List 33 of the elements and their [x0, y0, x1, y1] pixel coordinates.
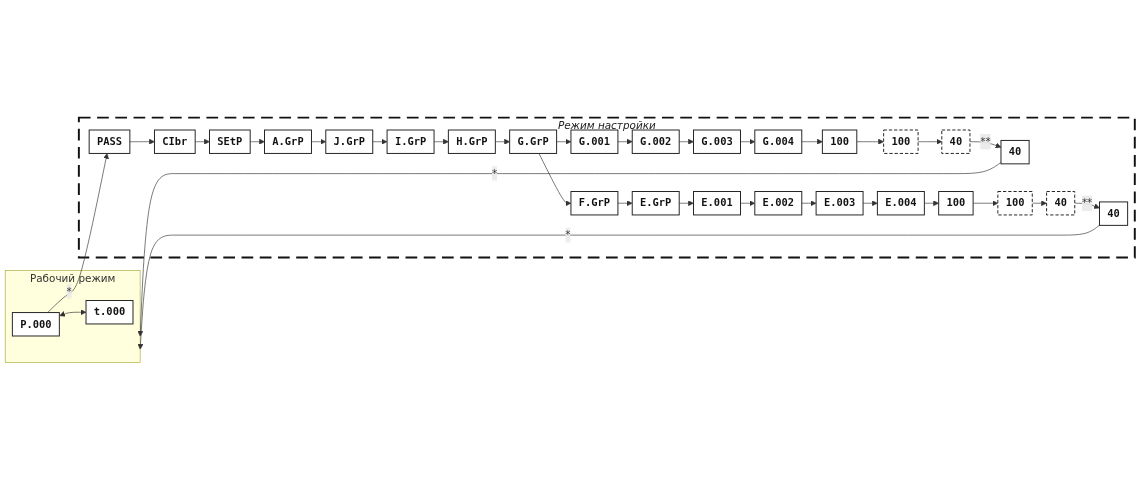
edge-label: * — [66, 284, 72, 298]
node-box: G.003 — [693, 129, 741, 154]
node-box: E.001 — [693, 191, 741, 216]
node-box: 40 — [1000, 139, 1030, 165]
node-box: 100 — [883, 129, 919, 154]
node-box: PASS — [88, 129, 131, 154]
node-box: F.GrP — [570, 191, 619, 216]
node-box: G.004 — [754, 129, 803, 154]
node-box: H.GrP — [447, 129, 496, 154]
edge-label: * — [491, 167, 498, 180]
node-box: G.001 — [570, 129, 619, 154]
node-box: I.GrP — [386, 129, 435, 154]
node-box: J.GrP — [325, 129, 374, 154]
node-box: CIbr — [154, 129, 196, 154]
node-box: t.000 — [85, 300, 134, 325]
node-box: E.GrP — [631, 191, 680, 216]
node-box: 100 — [997, 191, 1033, 216]
edge-label: * — [565, 228, 571, 241]
node-box: 100 — [938, 191, 974, 216]
edge-label: ** — [1081, 196, 1093, 210]
node-box: E.004 — [876, 191, 925, 216]
node-box: P.000 — [11, 312, 60, 337]
node-box: E.003 — [815, 191, 864, 216]
node-box: G.002 — [631, 129, 680, 154]
node-box: G.GrP — [509, 129, 558, 154]
node-box: 100 — [821, 129, 858, 154]
node-box: E.002 — [754, 191, 803, 216]
node-box: 40 — [1046, 191, 1076, 216]
node-box: 40 — [941, 129, 971, 154]
edge-label: ** — [980, 135, 991, 148]
node-box: A.GrP — [264, 129, 312, 154]
node-box: 40 — [1099, 201, 1129, 226]
node-box: SEtP — [209, 129, 251, 154]
